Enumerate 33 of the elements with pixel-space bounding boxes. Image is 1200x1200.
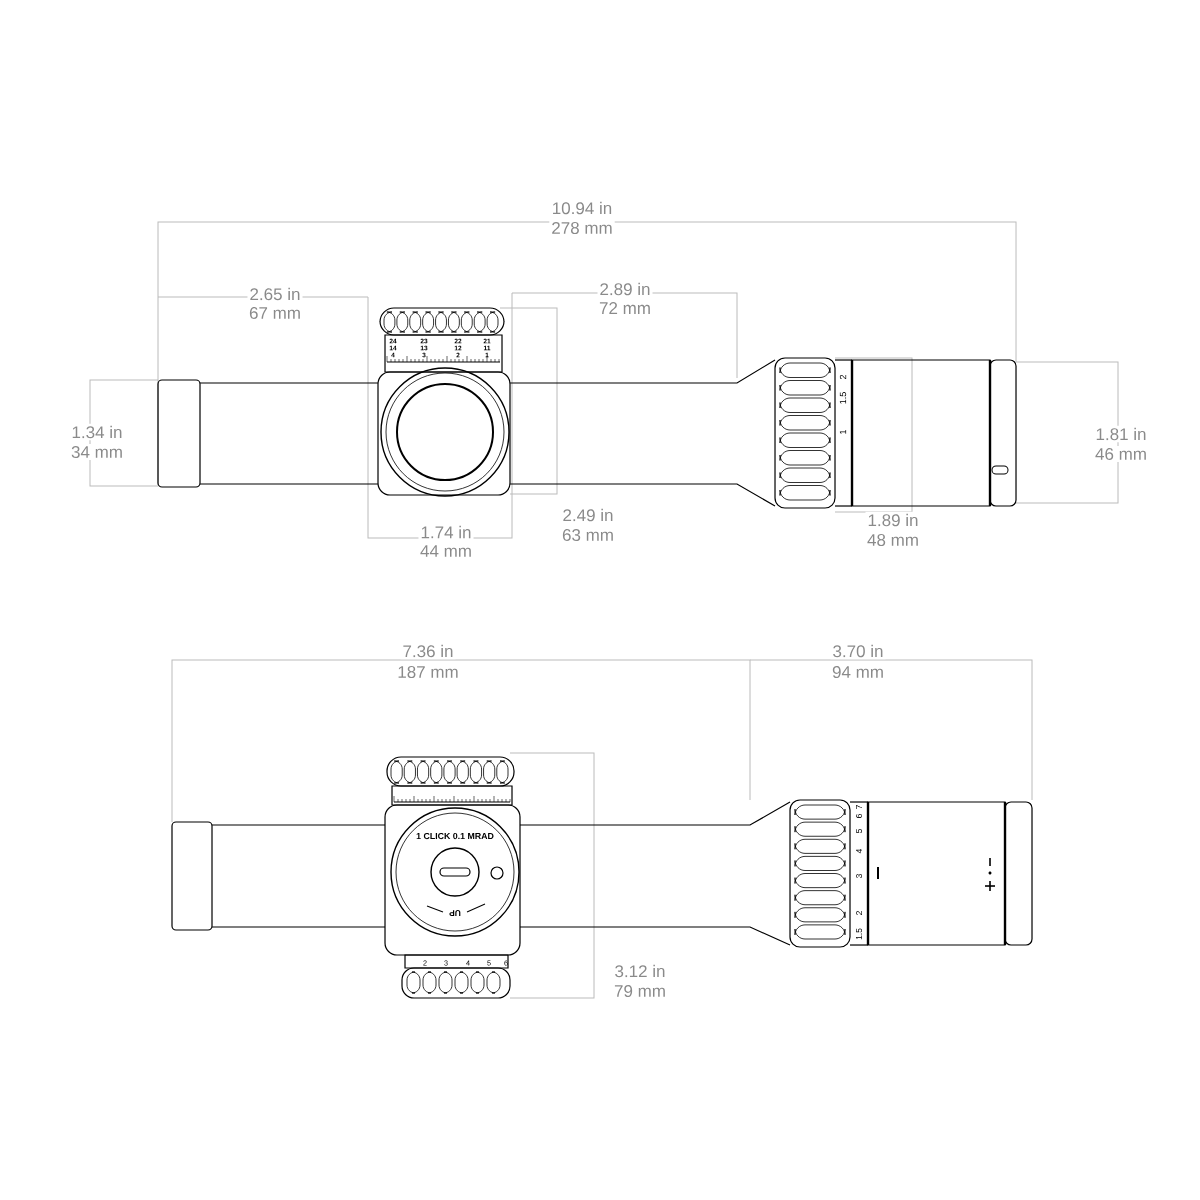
dimension-label: 3.12 in [612,962,668,980]
engraved-text: 1.5 [839,392,847,404]
dimension-label: 2.65 in [247,285,303,303]
dimension-label: 72 mm [597,300,653,316]
dimension-label: 63 mm [560,527,616,544]
engraved-text: 1 CLICK 0.1 MRAD [416,832,494,840]
engraved-text: 2 [856,911,862,915]
engraved-text: 5 [856,829,862,833]
engraved-text: 1.5 [856,928,862,940]
dimension-label: 48 mm [865,532,921,549]
dimension-label: 2.89 in [597,280,653,298]
engraved-text: UP [449,910,461,916]
dimension-label: 1.81 in [1093,425,1149,443]
dimension-label: 44 mm [418,543,474,559]
dimension-label: 3.70 in [830,642,886,660]
dimension-label: 94 mm [830,664,886,681]
dimension-label: 79 mm [612,983,668,1000]
dimension-label: 187 mm [395,664,461,681]
dimension-label: 1.34 in [69,423,125,441]
engraved-text: 3 [856,874,862,879]
dimension-label: 10.94 in [549,199,615,217]
engraved-text: 4 [856,848,862,854]
dimension-label: 278 mm [549,220,615,236]
dimension-label: 7.36 in [400,642,456,660]
engraved-text: 2 [839,374,847,380]
dimension-label: 46 mm [1093,446,1149,463]
dimension-label: 34 mm [69,444,125,461]
dimension-label: 2.49 in [560,506,616,524]
engraved-text: 6 [856,814,862,818]
dimension-label: 67 mm [247,305,303,322]
engraved-text: 1 [839,429,847,434]
dimension-label: 1.74 in [418,523,474,541]
engraved-text: 7 [856,805,862,809]
